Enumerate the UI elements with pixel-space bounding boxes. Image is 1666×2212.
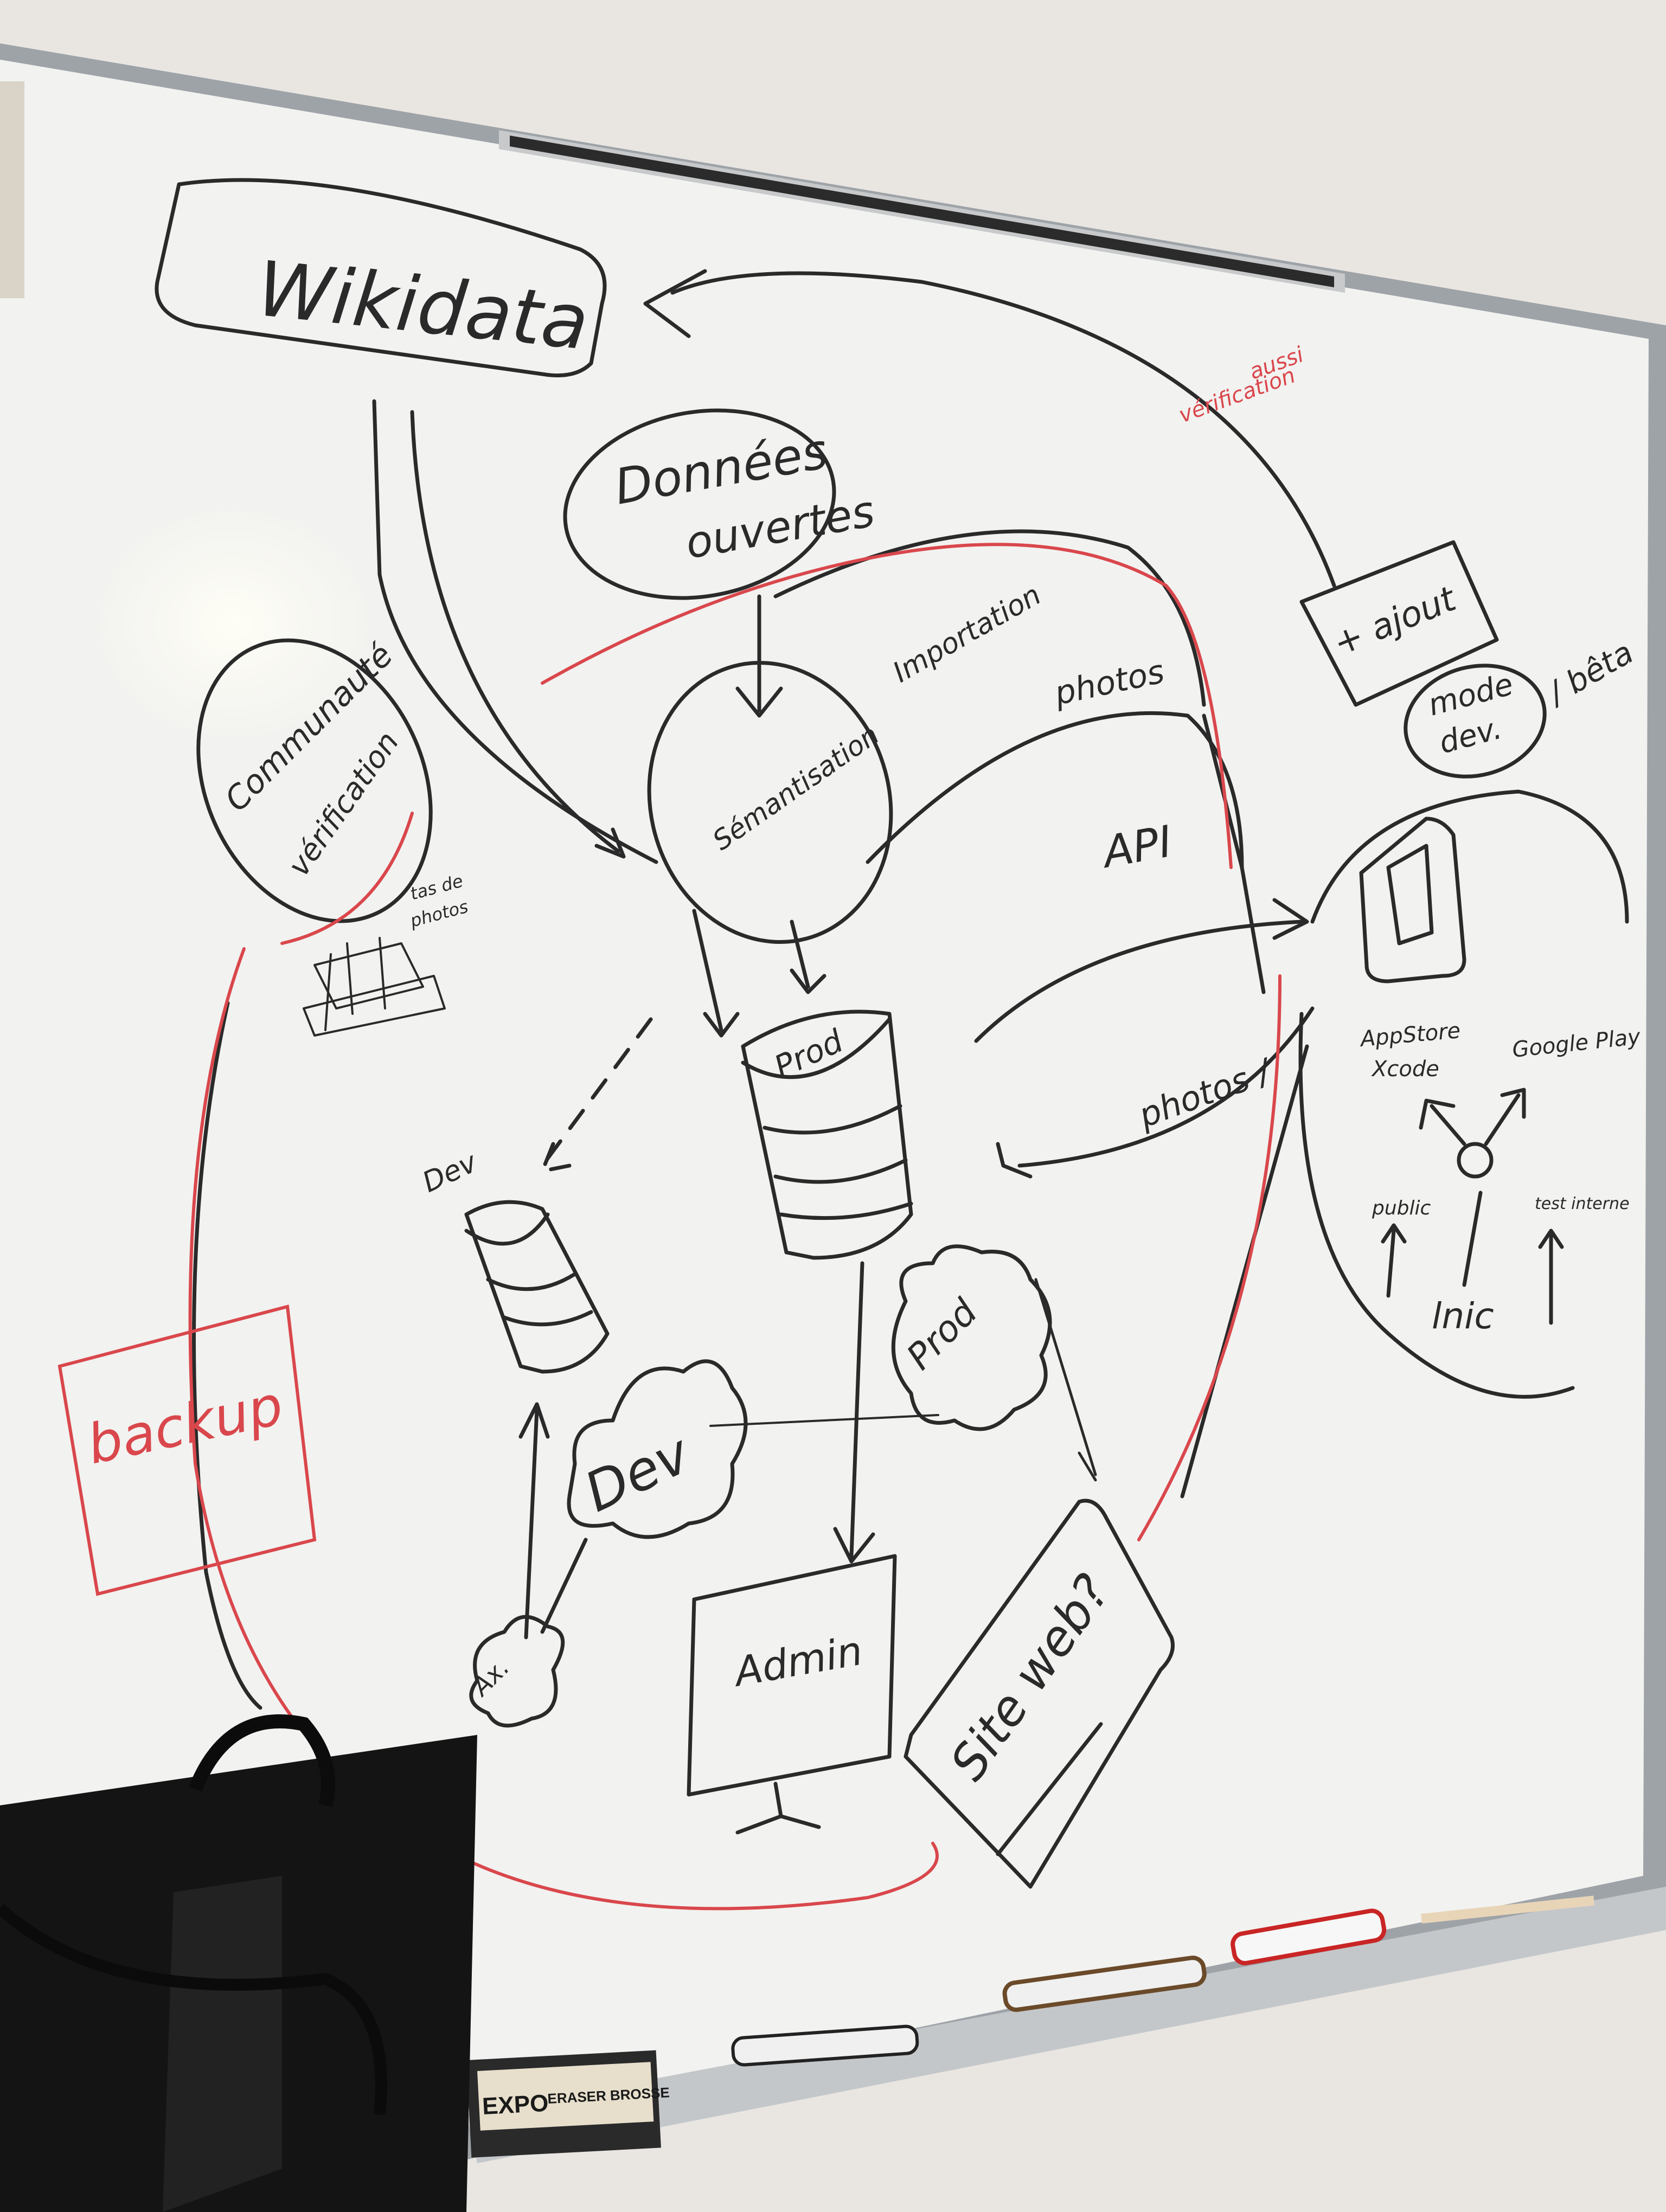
communaute-oval (196, 638, 433, 923)
api-label: API (1097, 816, 1176, 878)
arrow-public (1381, 1223, 1407, 1298)
lnic-label: lnic (1432, 1295, 1494, 1337)
site-web-box (904, 1499, 1175, 1889)
public-label: public (1372, 1197, 1431, 1219)
arrow-prod-admin (833, 1261, 875, 1564)
arrow-to-googleplay (1484, 1088, 1526, 1146)
top-rail-strip (510, 136, 1334, 287)
marker-red (1231, 1908, 1387, 1965)
arrow-test-interne (1538, 1229, 1564, 1325)
arrow-photos-phone (974, 898, 1309, 1043)
sticker-label (0, 81, 24, 298)
dev-cloud (567, 1359, 748, 1539)
arrow-lnic-node (1462, 1191, 1483, 1287)
arrow-semantique-prod-2 (790, 919, 826, 994)
backup-box (57, 1304, 317, 1596)
marker-tray (466, 1887, 1666, 2163)
ax-cloud (469, 1615, 565, 1728)
arrow-dev-prod-cloud (709, 1414, 939, 1427)
store-node (1457, 1142, 1494, 1179)
arrow-ax-dev-db (518, 1402, 550, 1639)
ajout-box (1299, 540, 1499, 707)
red-prod-admin (1137, 974, 1281, 1541)
arrow-semantique-dev (540, 1017, 653, 1173)
xcode-label: Xcode (1371, 1057, 1439, 1082)
markers (731, 1895, 1595, 2067)
arrow-prod-site (1034, 1278, 1097, 1482)
admin-monitor (687, 1554, 897, 1835)
eraser: EXPO ERASER BROSSE (466, 2050, 670, 2158)
arrow-ax-dev-cloud (540, 1538, 588, 1634)
red-comm-line (280, 812, 414, 945)
test-interne-label: test interne (1535, 1194, 1630, 1213)
api-curve (866, 711, 1244, 870)
dev-database (464, 1200, 610, 1374)
arrow-phone-prod (996, 1006, 1315, 1179)
prod-cloud (891, 1244, 1052, 1431)
diagram-ink (155, 178, 1629, 1889)
donnees-ouvertes-oval (563, 408, 836, 600)
arrow-wikidata-semantique-2 (372, 399, 658, 864)
semantique-oval (647, 660, 893, 944)
arrow-semantique-prod-1 (692, 909, 740, 1038)
arrow-ajout-wikidata (643, 269, 1336, 588)
light-glare (92, 504, 374, 743)
arrow-donnees-semantique (735, 594, 783, 718)
importation-curve (773, 529, 1206, 707)
eraser-brand: EXPO (482, 2090, 549, 2120)
wikidata-box (155, 178, 607, 377)
phone-icon (1359, 816, 1466, 983)
black-backup-curve (192, 1001, 262, 1710)
arrow-to-appstore (1419, 1098, 1466, 1146)
prod-database (741, 1009, 913, 1260)
red-importation (541, 543, 1233, 869)
pencil (1421, 1895, 1595, 1924)
phone-region (1298, 789, 1629, 1399)
foreground-monitor (0, 1714, 477, 2212)
marker-black (731, 2024, 919, 2067)
photo-stack (303, 937, 446, 1037)
whiteboard-surface (0, 60, 1649, 2147)
marker-brown (1002, 1956, 1207, 2012)
mode-dev-oval (1404, 664, 1547, 779)
